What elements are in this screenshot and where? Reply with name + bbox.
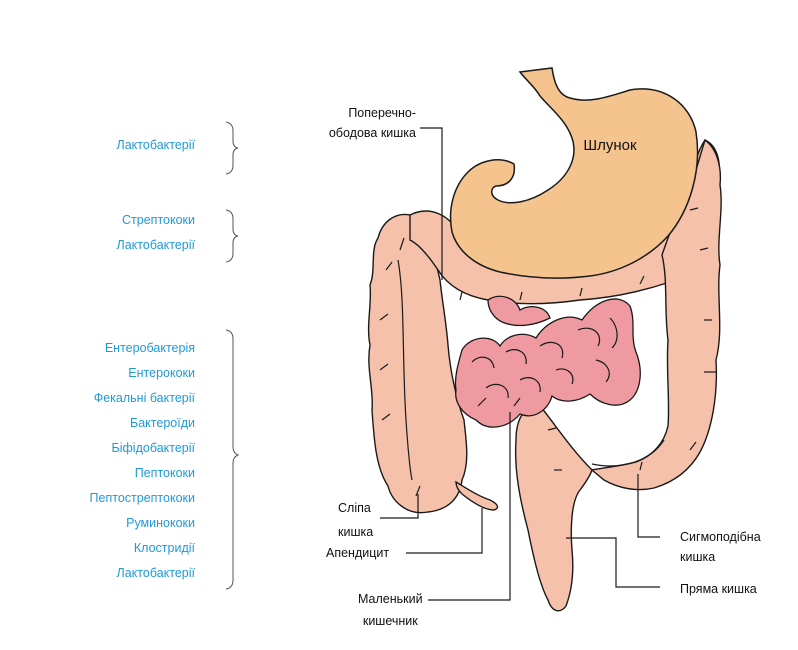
sigmoid-label-line2: кишка xyxy=(680,550,716,564)
leader-appendix xyxy=(406,508,483,554)
cecum-label-line2: кишка xyxy=(338,525,374,539)
sigmoid-label-line1: Сигмоподібна xyxy=(680,530,761,544)
transverse-colon-label-line1: Поперечно- xyxy=(348,106,416,120)
rectum-label: Пряма кишка xyxy=(680,582,757,596)
small-intestine-label-line1: Маленький xyxy=(358,592,423,606)
small-intestine-folds xyxy=(471,317,618,407)
small-intestine-label: Маленький кишечник xyxy=(358,588,423,632)
bacteria-label: Пептококи xyxy=(134,466,195,480)
transverse-colon-label-line2: ободова кишка xyxy=(328,126,416,140)
cecum-label: Сліпа кишка xyxy=(338,496,373,544)
brace-group-3 xyxy=(225,329,240,590)
transverse-colon-label: Поперечно- ободова кишка xyxy=(326,103,416,143)
appendix-label: Апендицит xyxy=(326,546,390,560)
bacteria-label: Руминококи xyxy=(126,516,195,530)
leader-transverse-colon xyxy=(420,127,443,280)
bacteria-label: Лактобактерії xyxy=(116,138,195,152)
leader-rectum xyxy=(566,537,660,588)
bacteria-label: Фекальні бактерії xyxy=(93,391,195,405)
bacteria-label: Клостридії xyxy=(133,541,195,555)
brace-group-1 xyxy=(225,121,239,175)
bacteria-label: Стрептококи xyxy=(122,213,195,227)
leader-lines xyxy=(380,127,660,601)
bacteria-label: Пептострептококи xyxy=(89,491,195,505)
small-intestine xyxy=(454,295,641,428)
cecum-label-line1: Сліпа xyxy=(338,501,371,515)
small-intestine-label-line2: кишечник xyxy=(362,614,418,628)
brace-group-2 xyxy=(225,209,239,263)
leader-cecum xyxy=(380,494,419,519)
sigmoid-label: Сигмоподібна кишка xyxy=(680,527,761,567)
bacteria-label: Ентерококи xyxy=(128,366,195,380)
bacteria-label: Лактобактерії xyxy=(116,566,195,580)
bacteria-label: Ентеробактерія xyxy=(104,341,195,355)
bacteria-label: Бактероїди xyxy=(130,416,195,430)
stomach xyxy=(449,67,699,279)
leader-sigmoid xyxy=(637,474,660,538)
bacteria-label: Біфідобактерії xyxy=(111,441,195,455)
leader-small-intestine xyxy=(428,412,511,601)
colon-haustra xyxy=(379,207,716,497)
bacteria-label: Лактобактерії xyxy=(116,238,195,252)
stomach-label: Шлунок xyxy=(583,137,637,154)
